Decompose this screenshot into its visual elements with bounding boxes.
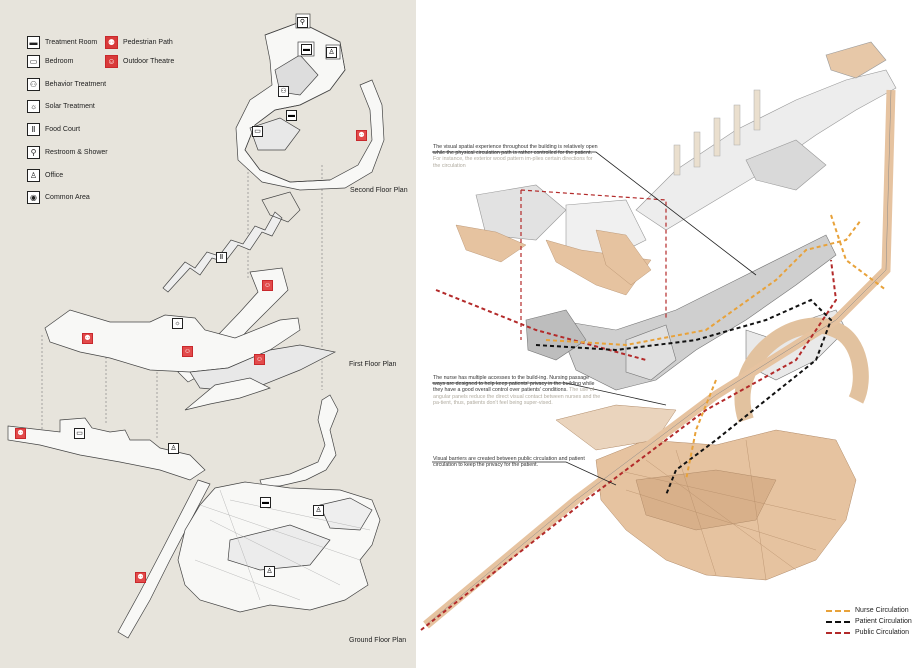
legend-nurse-circulation: Nurse Circulation <box>826 607 909 614</box>
bedroom-icon: ▭ <box>74 428 85 439</box>
pedestrian-path-icon: ⚉ <box>82 333 93 344</box>
patient-line-swatch <box>826 620 850 623</box>
solar-treatment-icon: ☼ <box>172 318 183 329</box>
pedestrian-path-icon: ⚉ <box>135 572 146 583</box>
behavior-treatment-icon: ⚇ <box>27 78 40 91</box>
annotation-nurse-access: The nurse has multiple accesses to the b… <box>433 375 601 406</box>
legend-item-treatment-room: ▬ Treatment Room <box>27 36 97 49</box>
behavior-treatment-icon: ⚇ <box>278 86 289 97</box>
ground-floor-plan <box>7 417 381 639</box>
legend-item-food-court: Ⅱ Food Court <box>27 123 80 136</box>
outdoor-theatre-icon: ☺ <box>105 55 118 68</box>
circulation-lines <box>420 189 887 631</box>
legend-patient-circulation: Patient Circulation <box>826 618 912 625</box>
annotation-visual-barriers: Visual barriers are created between publ… <box>433 456 585 469</box>
office-icon: ♙ <box>326 47 337 58</box>
first-floor-plan <box>44 191 339 487</box>
restroom-icon: ⚲ <box>297 17 308 28</box>
office-icon: ♙ <box>168 443 179 454</box>
legend-item-office: ♙ Office <box>27 169 63 182</box>
legend-item-solar-treatment: ☼ Solar Treatment <box>27 100 95 113</box>
office-icon: ♙ <box>313 505 324 516</box>
common-area-icon: ◉ <box>27 191 40 204</box>
legend-public-circulation: Public Circulation <box>826 629 909 636</box>
second-floor-plan <box>235 13 385 191</box>
treatment-room-icon: ▬ <box>286 110 297 121</box>
food-court-icon: Ⅱ <box>216 252 227 263</box>
floor-plans-panel: ⚲ ▬ ♙ ⚇ ▭ ▬ ⚉ Ⅱ ☺ ☼ ⚉ ☺ ☺ ⚉ ▭ ♙ ▬ ♙ ♙ ⚉ … <box>0 0 416 668</box>
outdoor-theatre-icon: ☺ <box>182 346 193 357</box>
treatment-room-icon: ▬ <box>27 36 40 49</box>
legend-item-behavior-treatment: ⚇ Behavior Treatment <box>27 78 106 91</box>
legend-item-outdoor-theatre: ☺ Outdoor Theatre <box>105 55 174 68</box>
floor-plans-drawing <box>7 13 385 639</box>
axonometric-panel: The visual spatial experience throughout… <box>416 0 920 668</box>
ground-floor-label: Ground Floor Plan <box>349 637 407 644</box>
legend-item-pedestrian-path: ⚉ Pedestrian Path <box>105 36 173 49</box>
office-icon: ♙ <box>27 169 40 182</box>
treatment-room-icon: ▬ <box>260 497 271 508</box>
annotation-visual-experience: The visual spatial experience throughout… <box>433 144 598 169</box>
office-icon: ♙ <box>264 566 275 577</box>
pedestrian-path-icon: ⚉ <box>15 428 26 439</box>
nurse-line-swatch <box>826 609 850 612</box>
outdoor-theatre-icon: ☺ <box>254 354 265 365</box>
pedestrian-path-icon: ⚉ <box>105 36 118 49</box>
treatment-room-icon: ▬ <box>301 44 312 55</box>
outdoor-theatre-icon: ☺ <box>262 280 273 291</box>
solar-treatment-icon: ☼ <box>27 100 40 113</box>
legend-item-common-area: ◉ Common Area <box>27 191 90 204</box>
bedroom-icon: ▭ <box>252 126 263 137</box>
bedroom-icon: ▭ <box>27 55 40 68</box>
restroom-icon: ⚲ <box>27 146 40 159</box>
second-floor-label: Second Floor Plan <box>350 187 408 194</box>
public-line-swatch <box>826 631 850 634</box>
legend-item-bedroom: ▭ Bedroom <box>27 55 73 68</box>
first-floor-label: First Floor Plan <box>349 361 397 368</box>
legend-item-restroom: ⚲ Restroom & Shower <box>27 146 108 159</box>
axonometric-drawing <box>420 41 897 631</box>
food-court-icon: Ⅱ <box>27 123 40 136</box>
pedestrian-path-icon: ⚉ <box>356 130 367 141</box>
